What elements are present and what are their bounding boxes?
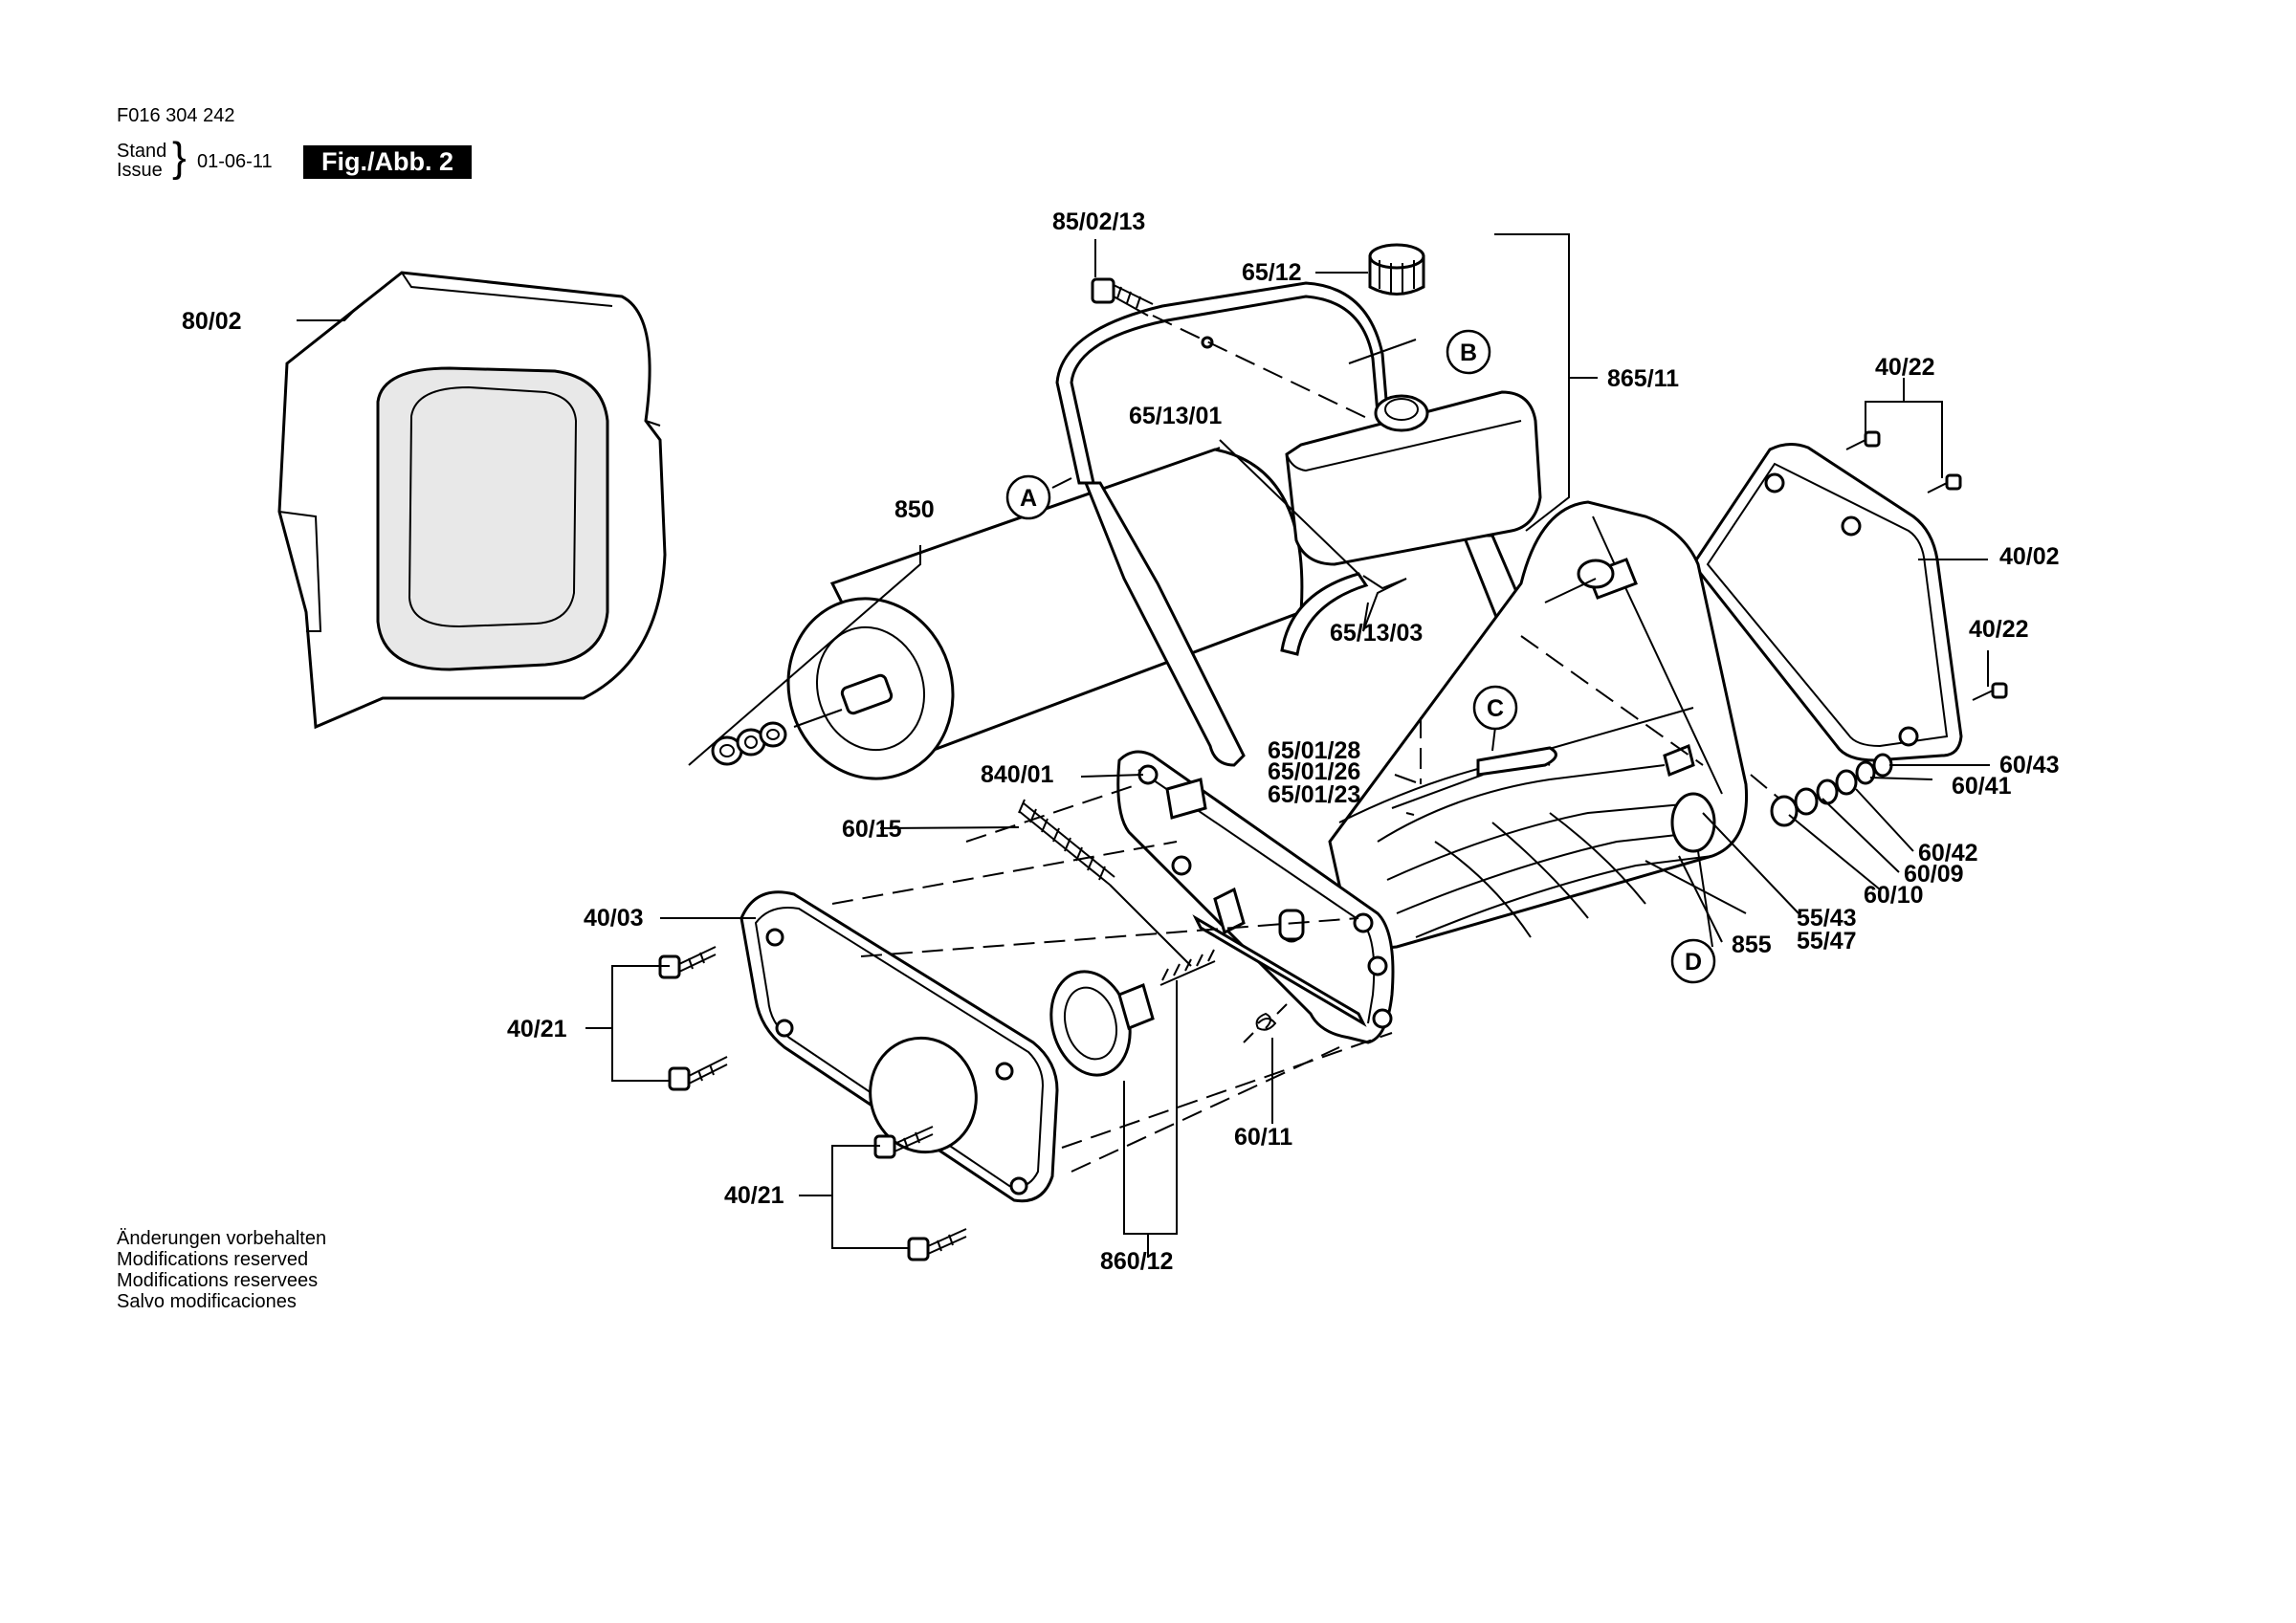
reference-a: A: [1005, 474, 1051, 520]
callout-40-21-left: 40/21: [507, 1016, 567, 1042]
note-spanish: Salvo modificaciones: [117, 1291, 297, 1312]
issue-date: 01-06-11: [197, 151, 273, 172]
callout-840-01: 840/01: [981, 761, 1054, 788]
reference-d-label: D: [1685, 949, 1702, 976]
callout-65-12: 65/12: [1242, 259, 1302, 286]
left-side-plate-part: [1116, 750, 1395, 1044]
bushing-part: [1278, 909, 1305, 943]
reference-b-label: B: [1460, 340, 1477, 366]
callout-55-47: 55/47: [1797, 928, 1857, 954]
callout-85-02-13: 85/02/13: [1052, 208, 1145, 235]
callout-65-01-23: 65/01/23: [1268, 781, 1360, 808]
document-number: F016 304 242: [117, 105, 235, 126]
main-housing-part: [1328, 500, 1749, 950]
roller-washer-set: [711, 721, 787, 766]
callout-60-42: 60/42: [1918, 840, 1978, 866]
note-french: Modifications reservees: [117, 1270, 319, 1291]
screw-40-21-d: [907, 1228, 967, 1261]
grass-box-cover-part: [277, 271, 667, 730]
figure-badge: Fig./Abb. 2: [303, 145, 472, 179]
tank-cap-part: [1368, 243, 1425, 296]
modification-notes: Änderungen vorbehalten Modifications res…: [117, 1228, 326, 1312]
torsion-spring-part: [1243, 1003, 1288, 1043]
callout-60-15: 60/15: [842, 816, 902, 843]
screw-85-02-13: [1091, 277, 1154, 317]
right-washer-set: [1770, 753, 1893, 827]
callout-65-13-01: 65/13/01: [1129, 403, 1222, 429]
callout-40-21-bottom: 40/21: [724, 1182, 784, 1209]
callout-60-41: 60/41: [1952, 773, 2012, 800]
assembly-lines: [831, 315, 1780, 1173]
screw-40-22-c: [1972, 682, 2008, 701]
reference-c: C: [1472, 685, 1518, 731]
callout-60-10: 60/10: [1864, 882, 1924, 909]
screw-40-21-a: [658, 946, 717, 979]
reference-a-label: A: [1020, 485, 1037, 512]
callout-60-09: 60/09: [1904, 861, 1964, 888]
callout-55-43: 55/43: [1797, 905, 1857, 932]
bearing-housing-part: [1049, 970, 1155, 1077]
right-side-cover-part: [1691, 443, 1963, 762]
callout-65-01-26: 65/01/26: [1268, 758, 1360, 785]
note-english: Modifications reserved: [117, 1249, 309, 1270]
note-german: Änderungen vorbehalten: [117, 1228, 327, 1249]
callout-40-22-right: 40/22: [1969, 616, 2029, 643]
leader-lines: [297, 233, 1990, 1258]
callout-65-13-03: 65/13/03: [1330, 620, 1423, 647]
callout-865-11: 865/11: [1607, 365, 1679, 392]
short-spring-part: [1159, 949, 1216, 986]
cutting-cylinder-part: [1377, 743, 1716, 938]
issue-label: Issue: [117, 160, 163, 181]
reference-d: D: [1670, 938, 1716, 984]
screw-40-22-a: [1845, 430, 1881, 450]
callout-860-12: 860/12: [1100, 1248, 1173, 1275]
callout-60-43: 60/43: [1999, 752, 2060, 779]
callout-80-02: 80/02: [182, 308, 242, 335]
reference-c-label: C: [1487, 695, 1504, 722]
callout-40-02: 40/02: [1999, 543, 2060, 570]
reference-b: B: [1446, 329, 1491, 375]
callout-40-22-top: 40/22: [1875, 354, 1935, 381]
long-spring-part: [1018, 799, 1192, 967]
callout-60-11: 60/11: [1234, 1124, 1292, 1151]
stand-label: Stand: [117, 141, 167, 162]
screw-40-22-b: [1927, 473, 1962, 493]
callout-65-01-28: 65/01/28: [1268, 737, 1360, 764]
callout-855: 855: [1732, 932, 1772, 958]
screw-40-21-b: [668, 1056, 728, 1091]
brace-icon: }: [172, 134, 187, 181]
callout-40-03: 40/03: [584, 905, 644, 932]
left-side-cover-part: [740, 890, 1059, 1203]
tank-box-part: [1285, 390, 1542, 566]
callout-850: 850: [894, 496, 935, 523]
